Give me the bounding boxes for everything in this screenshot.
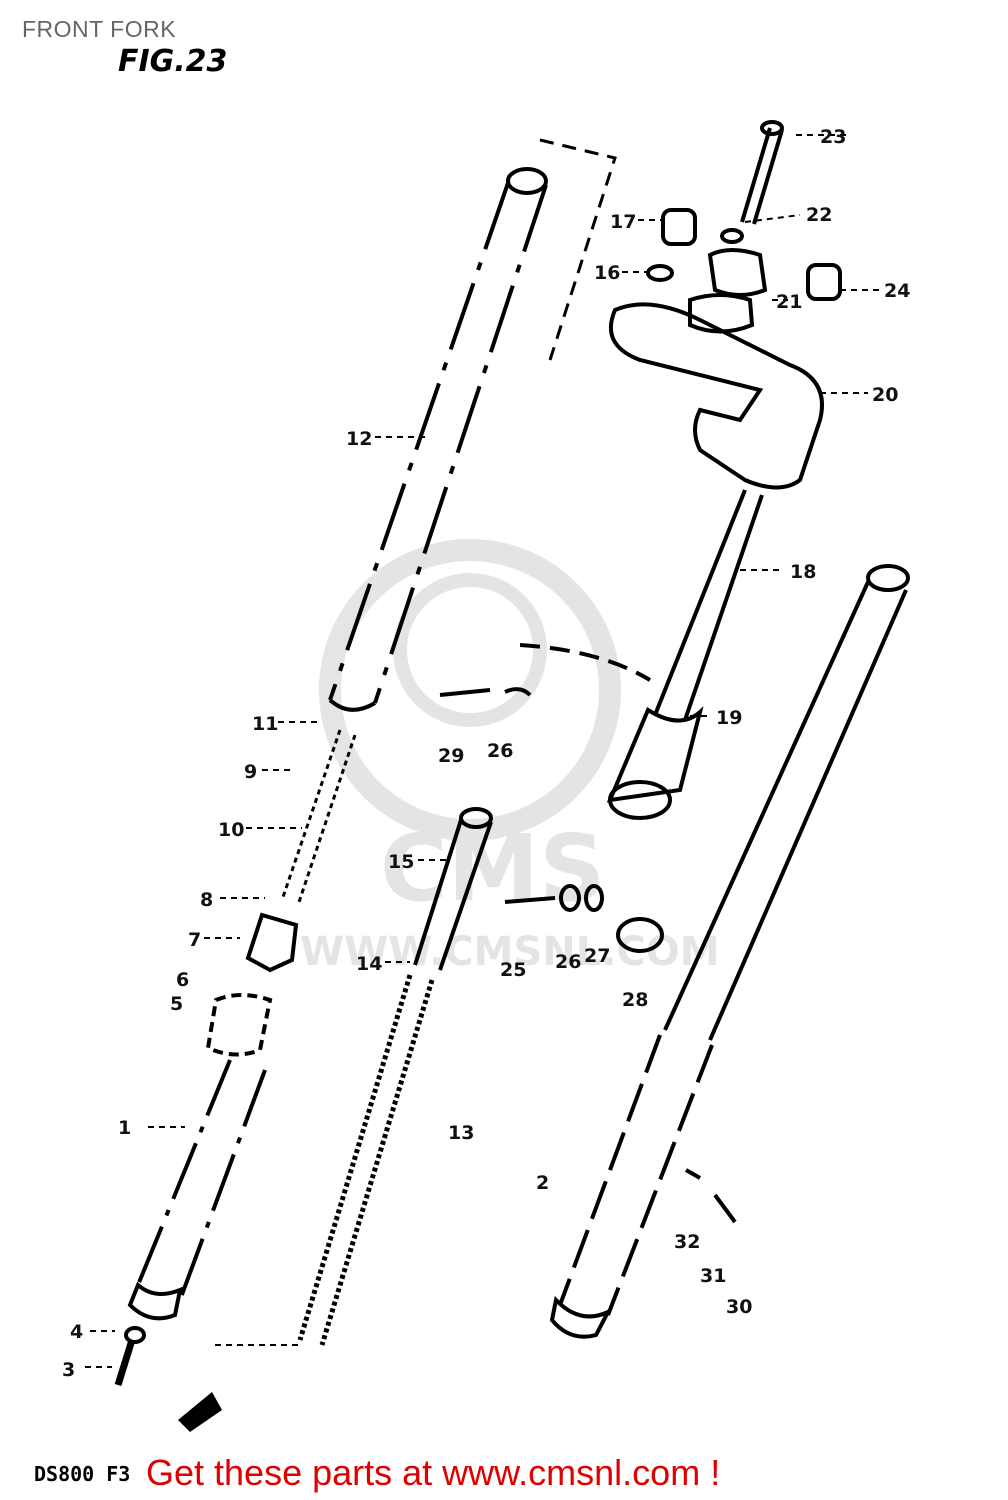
leader-lines <box>85 134 880 1368</box>
callout-32: 32 <box>674 1231 700 1253</box>
callout-3: 3 <box>62 1359 75 1381</box>
callout-28: 28 <box>622 989 648 1011</box>
callout-18: 18 <box>790 561 816 583</box>
callouts: 23 22 17 16 24 21 20 12 18 19 11 29 26 9… <box>62 126 910 1381</box>
callout-26-upper: 26 <box>487 740 513 762</box>
callout-21: 21 <box>776 291 802 313</box>
callout-15: 15 <box>388 851 414 873</box>
callout-20: 20 <box>872 384 898 406</box>
callout-9: 9 <box>244 761 257 783</box>
small-parts <box>114 120 842 1387</box>
callout-30: 30 <box>726 1296 752 1318</box>
callout-2: 2 <box>536 1172 549 1194</box>
callout-1: 1 <box>118 1117 131 1139</box>
callout-31: 31 <box>700 1265 726 1287</box>
callout-13: 13 <box>448 1122 474 1144</box>
model-code: DS800 F3 <box>34 1462 131 1486</box>
callout-16: 16 <box>594 262 620 284</box>
callout-14: 14 <box>356 953 382 975</box>
outer-tube-left <box>127 912 299 1321</box>
callout-4: 4 <box>70 1321 83 1343</box>
inner-tube-left <box>328 167 548 712</box>
watermark-ring <box>319 539 621 841</box>
watermark-face <box>393 573 547 727</box>
callout-26-lower: 26 <box>555 951 581 973</box>
watermark-brand: CMS <box>380 815 605 922</box>
watermark: CMS WWW.CMSNL.COM <box>300 539 720 975</box>
promo-link[interactable]: Get these parts at www.cmsnl.com ! <box>146 1452 721 1493</box>
callout-23: 23 <box>820 126 846 148</box>
callout-22: 22 <box>806 204 832 226</box>
steering-stem <box>519 489 764 820</box>
callout-11: 11 <box>252 713 278 735</box>
callout-12: 12 <box>346 428 372 450</box>
page-header: FRONT FORK <box>22 16 177 42</box>
callout-25: 25 <box>500 959 526 981</box>
callout-27: 27 <box>584 945 610 967</box>
fork-spring-9-10 <box>280 729 357 906</box>
callout-19: 19 <box>716 707 742 729</box>
callout-10: 10 <box>218 819 244 841</box>
callout-6: 6 <box>176 969 189 991</box>
fork-tube-right <box>549 564 910 1339</box>
front-arrow-icon <box>178 1392 222 1432</box>
assembly-bracket-dashed <box>539 138 617 361</box>
callout-17: 17 <box>610 211 636 233</box>
callout-24: 24 <box>884 280 910 302</box>
callout-7: 7 <box>188 929 201 951</box>
callout-29: 29 <box>438 745 464 767</box>
upper-bracket <box>609 248 824 490</box>
figure-number: FIG.23 <box>118 44 228 79</box>
damper-rod <box>297 807 493 1346</box>
callout-5: 5 <box>170 993 183 1015</box>
watermark-url: WWW.CMSNL.COM <box>300 929 720 975</box>
callout-8: 8 <box>200 889 213 911</box>
